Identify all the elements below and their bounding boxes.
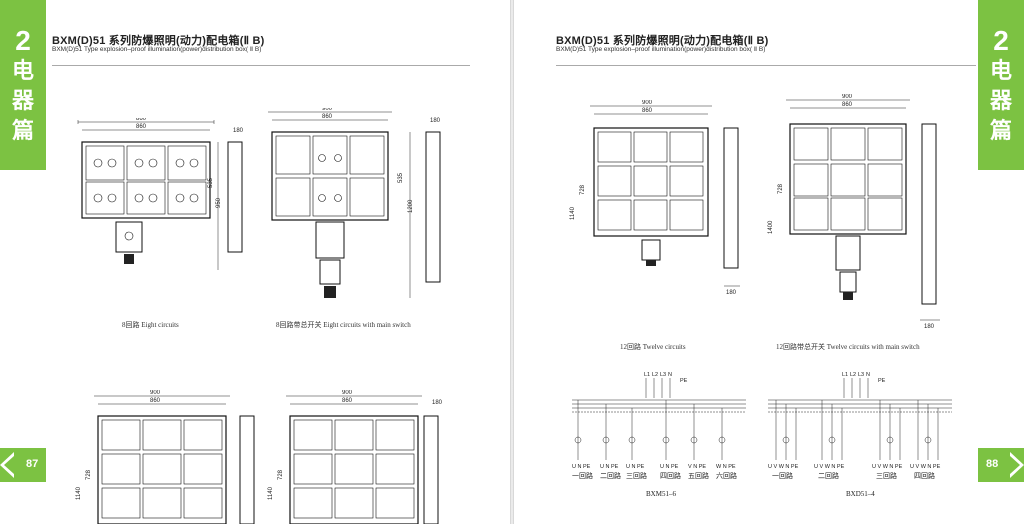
circuit-6: 六回路: [716, 471, 737, 480]
dim-900: 900: [150, 390, 161, 396]
caption-eight-circuits: 8回路 Eight circuits: [122, 321, 179, 329]
page-number-text: 88: [986, 458, 999, 470]
circuit-5: 五回路: [688, 471, 709, 480]
circuit-2: 二回路: [818, 471, 839, 480]
drawing-twelve-left-partial: 900 860 1140 728: [76, 390, 255, 524]
caption-eight-circuits-switch: 8回路带总开关 Eight circuits with main switch: [276, 321, 411, 329]
terminal-4: U N PE: [660, 464, 679, 470]
chapter-tab-right: 2 电 器 篇: [978, 0, 1024, 170]
terminal-1: U N PE: [572, 464, 591, 470]
dim-180: 180: [432, 400, 443, 406]
dim-180: 180: [430, 118, 441, 124]
dim-900: 860: [136, 118, 147, 122]
dim-1140: 1140: [76, 486, 82, 500]
dim-860: 860: [150, 398, 161, 404]
terminal-3: U N PE: [626, 464, 645, 470]
terminal-6: W N PE: [716, 464, 736, 470]
model-bxm51-6: BXM51–6: [646, 490, 676, 498]
book-gutter: [510, 0, 514, 524]
bus-l3: L3: [858, 372, 864, 378]
chapter-char-2: 器: [11, 88, 34, 113]
dim-860: 860: [642, 108, 653, 114]
dim-900: 900: [342, 390, 353, 396]
terminal-2: U N PE: [600, 464, 619, 470]
bus-l2: L2: [652, 372, 658, 378]
circuit-4: 四回路: [660, 471, 681, 480]
circuit-2: 二回路: [600, 471, 621, 480]
chapter-tab-left: 2 电 器 篇: [0, 0, 46, 170]
dim-1140: 1140: [570, 206, 576, 220]
dim-180: 180: [726, 290, 737, 296]
chapter-char-1: 电: [11, 58, 34, 83]
page-title: BXM(D)51 系列防爆照明(动力)配电箱(Ⅱ B): [52, 35, 265, 47]
dim-900: 900: [642, 100, 653, 106]
header-rule: [52, 65, 470, 66]
circuit-3: 三回路: [876, 471, 897, 480]
circuit-1: 一回路: [572, 471, 593, 480]
page-number-left: 87: [0, 448, 46, 482]
page-number-text: 87: [26, 458, 39, 470]
page-number-arrow-icon: [978, 448, 1024, 482]
dim-1200: 1200: [408, 199, 414, 213]
bus-pe: PE: [878, 378, 886, 384]
bus-n: N: [668, 372, 672, 378]
bus-l1: L1: [842, 372, 848, 378]
chapter-number: 2: [15, 25, 31, 56]
circuit-3: 三回路: [626, 471, 647, 480]
dim-860: 860: [342, 398, 353, 404]
dim-860: 860: [322, 114, 333, 120]
dim-728: 728: [86, 469, 92, 480]
dim-950: 950: [216, 197, 222, 208]
model-bxd51-4: BXD51–4: [846, 490, 875, 498]
drawing-twelve-circuits: 900 860 1140 728 180: [570, 100, 740, 296]
dim-535: 535: [398, 172, 404, 183]
wiring-diagram-bxd51-4: L1 L2 L3 N PE U V W N PE U V W N PE U V …: [768, 372, 952, 480]
circuit-4: 四回路: [914, 471, 935, 480]
bus-l1: L1: [644, 372, 650, 378]
terminal-3: U V W N PE: [872, 464, 903, 470]
chapter-number: 2: [993, 25, 1009, 56]
drawing-twelve-circuits-switch: 900 860 1400 728 180: [768, 94, 940, 330]
drawing-eight-circuits: 860 860 950 535 180: [77, 118, 244, 270]
header-rule: [556, 65, 976, 66]
dim-860: 860: [842, 102, 853, 108]
terminal-2: U V W N PE: [814, 464, 845, 470]
bus-l3: L3: [660, 372, 666, 378]
bus-l2: L2: [850, 372, 856, 378]
circuit-1: 一回路: [772, 471, 793, 480]
page-subtitle: BXM(D)51 Type explosion–proof illuminati…: [52, 46, 262, 53]
drawing-eight-circuits-switch: 900 860 1200 535 180: [268, 108, 441, 298]
right-page: 2 电 器 篇 88 BXM(D)51 系列防爆照明(动力)配电箱(Ⅱ B) B…: [514, 0, 1024, 524]
dim-860: 860: [136, 124, 147, 130]
chapter-char-1: 电: [989, 58, 1012, 83]
dim-180: 180: [233, 128, 244, 134]
left-page: 2 电 器 篇 87 BXM(D)51 系列防爆照明(动力)配电箱(Ⅱ B) B…: [0, 0, 510, 524]
dim-1140: 1140: [268, 486, 274, 500]
page-title: BXM(D)51 系列防爆照明(动力)配电箱(Ⅱ B): [556, 35, 769, 47]
terminal-1: U V W N PE: [768, 464, 799, 470]
caption-twelve-circuits-switch: 12回路带总开关 Twelve circuits with main switc…: [776, 343, 920, 351]
wiring-diagram-bxm51-6: L1 L2 L3 N PE U N PE U N PE U N PE U N P…: [572, 372, 746, 480]
chapter-char-2: 器: [989, 88, 1012, 113]
dim-900: 900: [322, 108, 333, 112]
page-number-arrow-icon: [0, 448, 46, 482]
dim-180: 180: [924, 324, 935, 330]
dim-535: 535: [208, 177, 214, 188]
bus-n: N: [866, 372, 870, 378]
drawing-twelve-switch-left-partial: 900 860 1140 728 180: [268, 390, 443, 524]
terminal-5: V N PE: [688, 464, 706, 470]
terminal-4: U V W N PE: [910, 464, 941, 470]
dim-728: 728: [278, 469, 284, 480]
dim-728: 728: [580, 184, 586, 195]
page-subtitle: BXM(D)51 Type explosion–proof illuminati…: [556, 46, 766, 53]
dim-900: 900: [842, 94, 853, 100]
page-number-right: 88: [978, 448, 1024, 482]
chapter-char-3: 篇: [11, 118, 34, 143]
caption-twelve-circuits: 12回路 Twelve circuits: [620, 343, 686, 351]
dim-728: 728: [778, 183, 784, 194]
chapter-char-3: 篇: [989, 118, 1012, 143]
dim-1400: 1400: [768, 220, 774, 234]
bus-pe: PE: [680, 378, 688, 384]
